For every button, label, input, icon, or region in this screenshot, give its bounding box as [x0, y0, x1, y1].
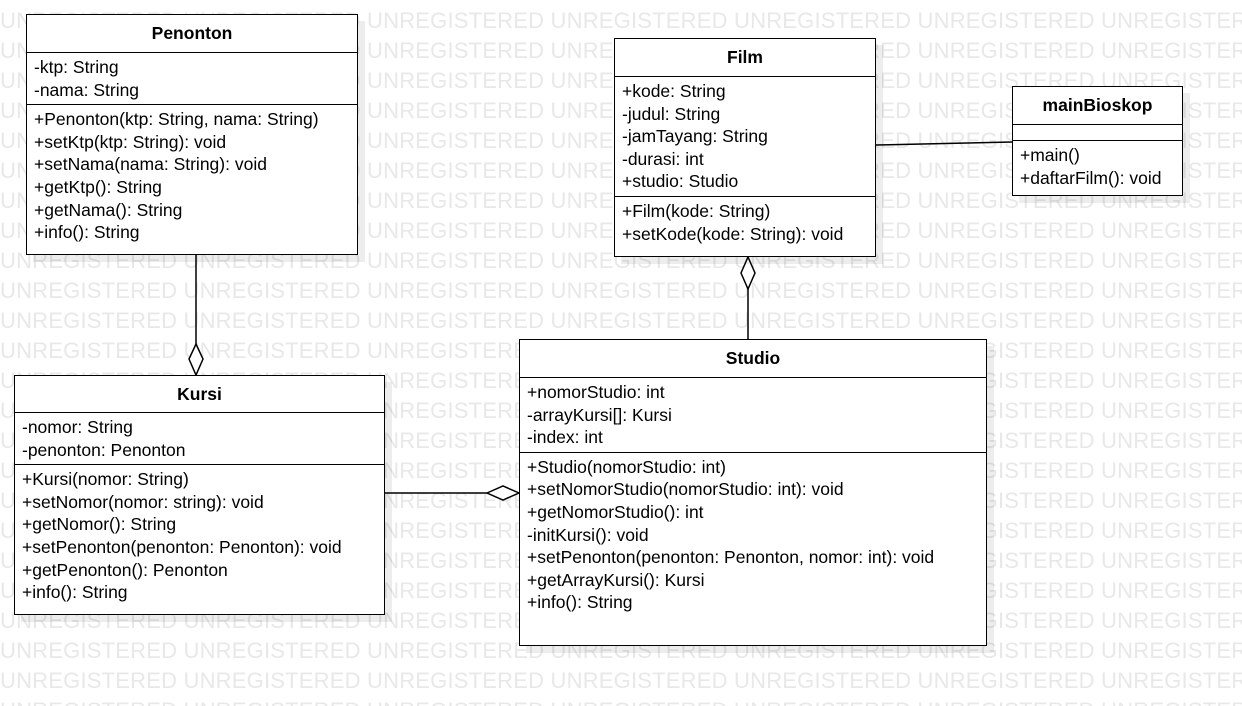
method-line: +Studio(nomorStudio: int) [527, 456, 726, 477]
attribute-line: -durasi: int [622, 148, 704, 169]
attribute-line: -judul: String [622, 103, 721, 124]
attribute-line: -penonton: Penonton [22, 439, 186, 460]
attribute-line: +studio: Studio [622, 171, 739, 192]
method-line: +getArrayKursi(): Kursi [527, 569, 705, 590]
method-line: +setPenonton(penonton: Penonton): void [22, 536, 342, 557]
attribute-line: -arrayKursi[]: Kursi [527, 404, 672, 425]
class-penonton[interactable]: Penonton -ktp: String-nama: String +Peno… [26, 14, 358, 255]
attribute-line: -nama: String [34, 79, 140, 100]
method-line: +getKtp(): String [34, 176, 162, 197]
attributes-compartment: +kode: String-judul: String-jamTayang: S… [615, 77, 875, 197]
class-title: mainBioskop [1013, 87, 1182, 125]
attribute-line: -index: int [527, 427, 603, 448]
film-mainbioskop-link [875, 141, 1013, 146]
method-line: +getNama(): String [34, 199, 183, 220]
method-line: +setKtp(ktp: String): void [34, 131, 227, 152]
attributes-compartment: -ktp: String-nama: String [27, 53, 357, 106]
method-line: +setPenonton(penonton: Penonton, nomor: … [527, 547, 935, 568]
class-film[interactable]: Film +kode: String-judul: String-jamTaya… [614, 38, 876, 257]
method-line: +Penonton(ktp: String, nama: String) [34, 109, 319, 130]
class-title: Film [615, 39, 875, 77]
method-line: +setNomorStudio(nomorStudio: int): void [527, 479, 844, 500]
method-line: +setNomor(nomor: string): void [22, 491, 264, 512]
attribute-line: +nomorStudio: int [527, 382, 665, 402]
methods-compartment: +Studio(nomorStudio: int)+setNomorStudio… [520, 453, 986, 617]
methods-compartment: +Film(kode: String)+setKode(kode: String… [615, 197, 875, 248]
method-line: +main() [1020, 145, 1080, 165]
method-line: +setNama(nama: String): void [34, 154, 267, 175]
attribute-line: +kode: String [622, 81, 726, 101]
kursi-aggregation-diamond [188, 342, 204, 377]
method-line: +getPenonton(): Penonton [22, 559, 228, 580]
class-studio[interactable]: Studio +nomorStudio: int-arrayKursi[]: K… [519, 339, 987, 646]
film-aggregation-diamond [740, 255, 756, 291]
attribute-line: -ktp: String [34, 57, 119, 77]
class-title: Penonton [27, 15, 357, 53]
class-title: Studio [520, 340, 986, 378]
methods-compartment: +main()+daftarFilm(): void [1013, 141, 1182, 192]
methods-compartment: +Kursi(nomor: String)+setNomor(nomor: st… [15, 465, 384, 607]
method-line: +getNomorStudio(): int [527, 501, 704, 522]
class-kursi[interactable]: Kursi -nomor: String-penonton: Penonton … [14, 375, 385, 615]
method-line: +Film(kode: String) [622, 200, 771, 221]
studio-aggregation-diamond [485, 485, 521, 501]
class-mainbioskop[interactable]: mainBioskop +main()+daftarFilm(): void [1012, 86, 1183, 196]
method-line: +info(): String [34, 222, 140, 243]
method-line: +info(): String [22, 582, 128, 603]
method-line: -initKursi(): void [527, 524, 649, 545]
attributes-compartment: +nomorStudio: int-arrayKursi[]: Kursi-in… [520, 378, 986, 453]
method-line: +daftarFilm(): void [1020, 167, 1162, 188]
attributes-compartment: -nomor: String-penonton: Penonton [15, 413, 384, 466]
method-line: +getNomor(): String [22, 514, 177, 535]
attributes-compartment [1013, 125, 1182, 141]
class-title: Kursi [15, 376, 384, 413]
attribute-line: -nomor: String [22, 417, 133, 437]
attribute-line: -jamTayang: String [622, 126, 768, 147]
method-line: +setKode(kode: String): void [622, 223, 844, 244]
method-line: +info(): String [527, 592, 633, 613]
methods-compartment: +Penonton(ktp: String, nama: String)+set… [27, 105, 357, 247]
method-line: +Kursi(nomor: String) [22, 469, 189, 490]
